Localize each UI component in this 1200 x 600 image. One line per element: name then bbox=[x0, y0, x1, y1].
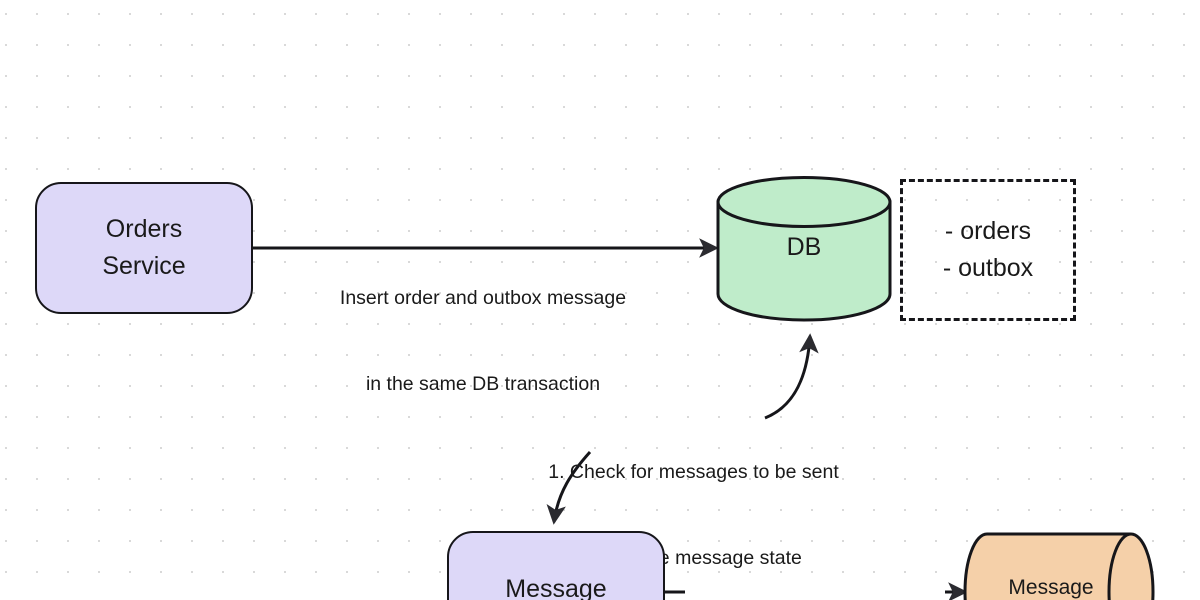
node-message-broker[interactable]: Message bbox=[963, 532, 1155, 600]
node-message-relay[interactable]: Message bbox=[447, 531, 665, 600]
edge-label-relay-to-broker: Send OrderCreated msg bbox=[685, 586, 945, 600]
orders-service-label-line1: Orders bbox=[105, 215, 183, 244]
node-database[interactable]: DB bbox=[716, 176, 892, 322]
node-tables-note: - orders - outbox bbox=[900, 179, 1076, 321]
node-orders-service[interactable]: Orders Service bbox=[35, 182, 253, 314]
orders-service-label-line2: Service bbox=[102, 252, 186, 280]
edge-db-to-relay bbox=[546, 450, 592, 525]
message-broker-cylinder-shape bbox=[963, 532, 1155, 600]
orders-service-label: Orders Service bbox=[102, 211, 185, 285]
edge-label-step-1: 1. Check for messages to be sent bbox=[548, 460, 839, 483]
database-cylinder-shape bbox=[716, 176, 892, 322]
edge-label-service-to-db: Insert order and outbox message in the s… bbox=[318, 226, 648, 457]
tables-note-line2: - outbox bbox=[942, 254, 1034, 282]
tables-note-line1: - orders bbox=[944, 217, 1032, 246]
message-relay-label: Message bbox=[505, 575, 607, 600]
edge-label-service-to-db-line2: in the same DB transaction bbox=[365, 373, 601, 396]
edge-relay-to-db bbox=[764, 333, 819, 420]
edge-label-service-to-db-line1: Insert order and outbox message bbox=[339, 286, 627, 309]
